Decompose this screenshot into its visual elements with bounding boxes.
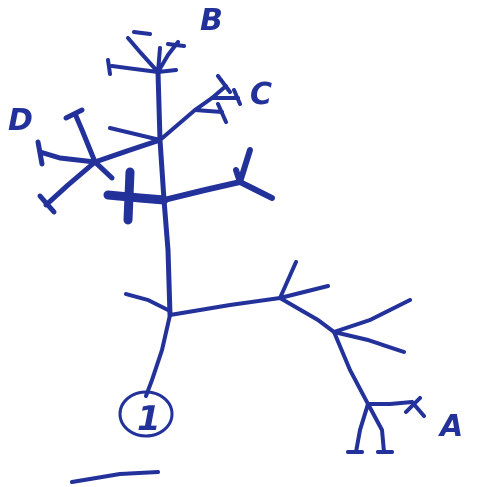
lower-left-twig [124, 292, 170, 312]
mid-left-stub [103, 167, 169, 225]
label-b: B [200, 3, 223, 38]
branch-c [108, 74, 242, 142]
main-trunk [155, 69, 173, 318]
node-one-circle [118, 390, 174, 438]
a-cluster [346, 396, 426, 454]
bottom-line [70, 470, 160, 484]
lower-trunk [144, 313, 172, 398]
label-d: D [8, 103, 33, 138]
label-c: C [250, 77, 272, 112]
top-branch-cluster [106, 30, 186, 76]
right-branch [168, 260, 412, 406]
label-a: A [438, 409, 463, 444]
mid-right-branch [161, 147, 275, 203]
label-one: 1 [137, 399, 161, 439]
branch-d [35, 107, 163, 215]
